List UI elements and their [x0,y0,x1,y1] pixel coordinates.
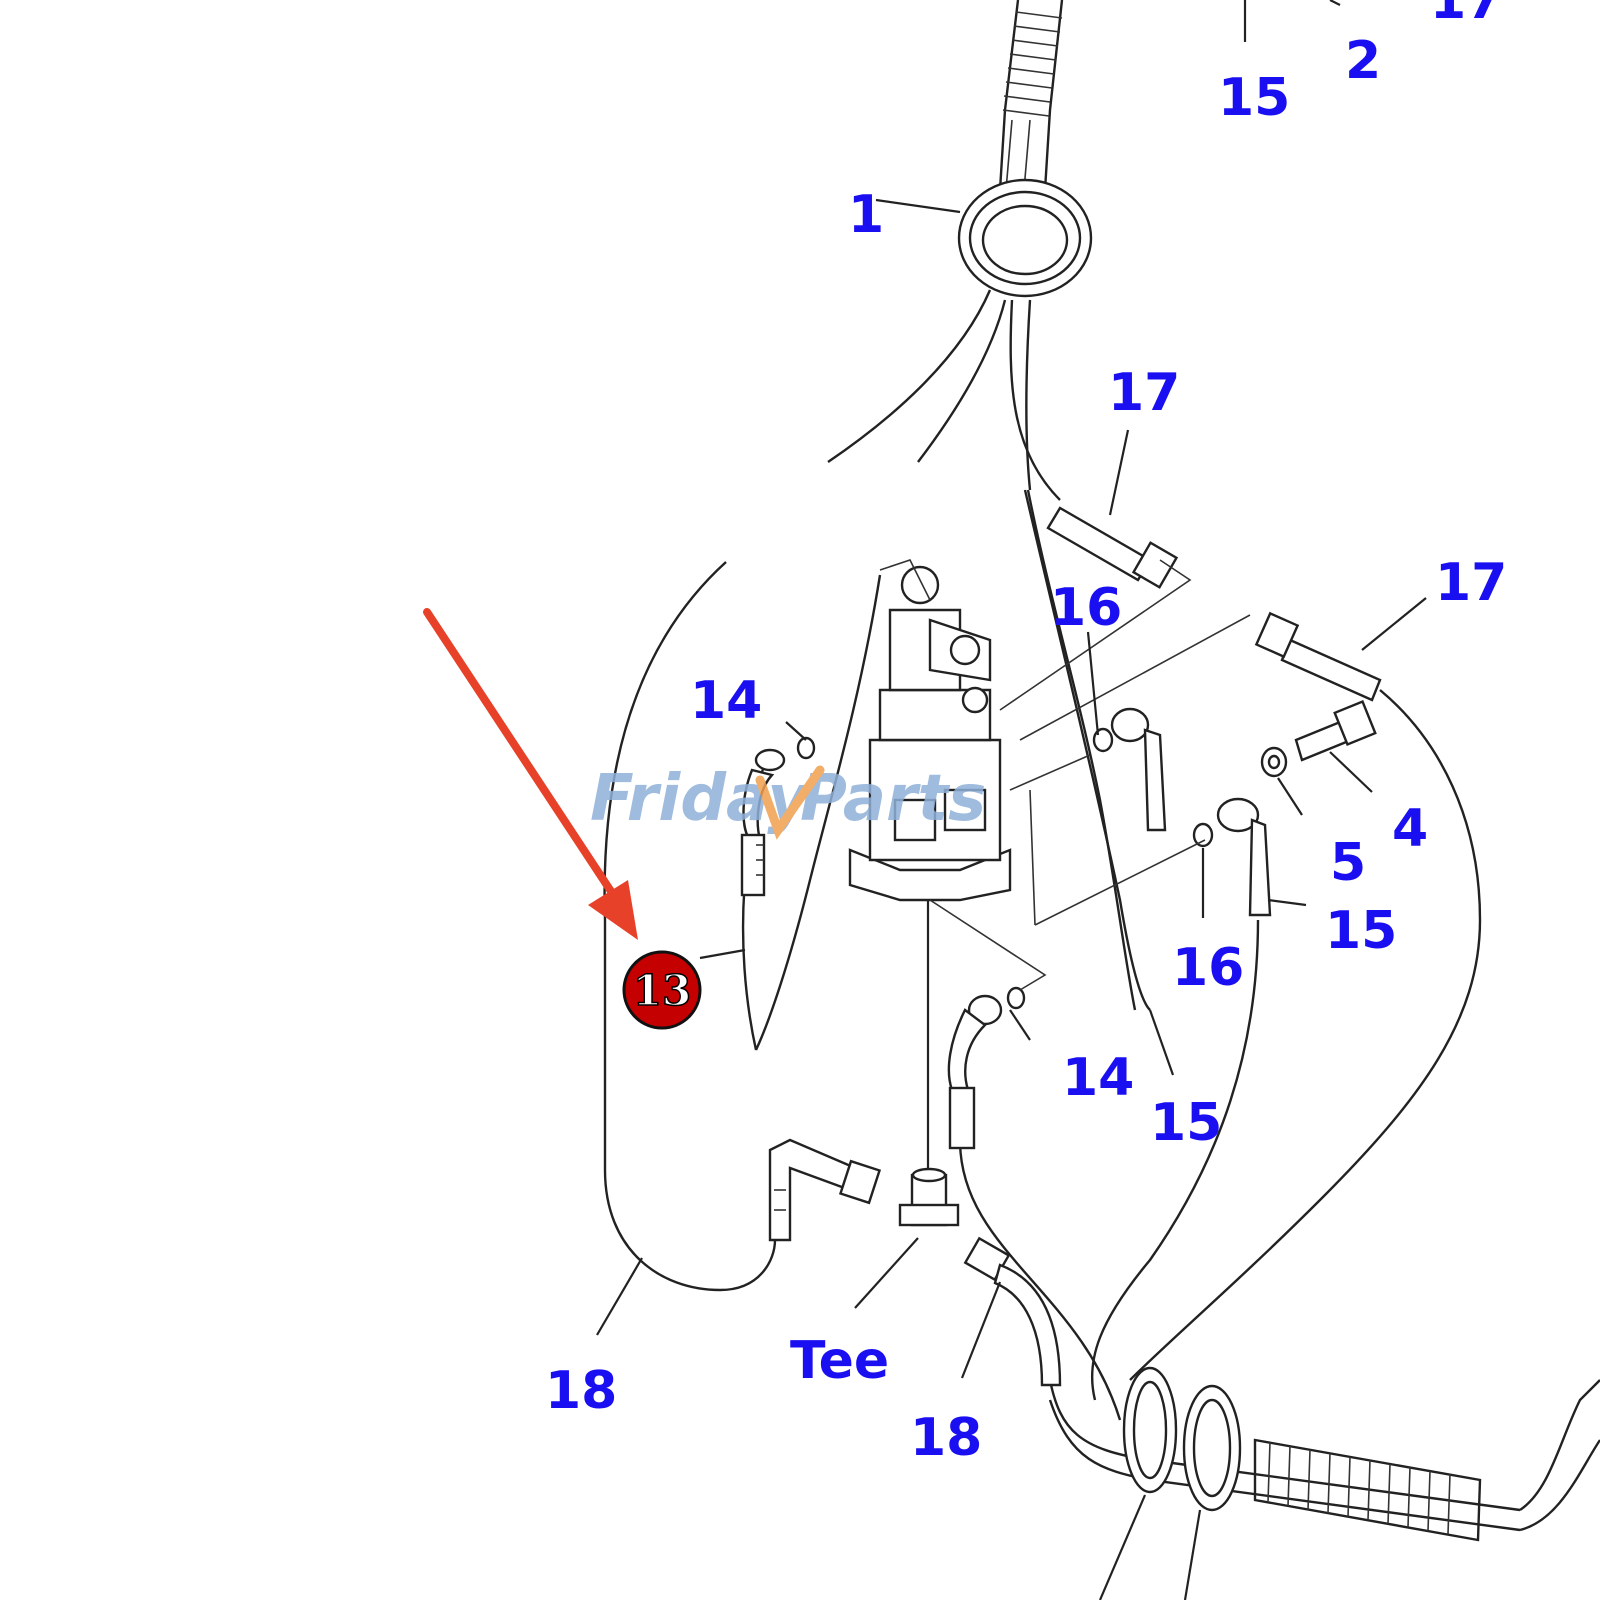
bottom-hose-bundle [958,1139,1600,1600]
watermark-brand-part2: Parts [800,762,986,836]
callout-18-right: 18 [910,1408,982,1468]
tee-fitting [898,1167,960,1227]
right-loop-hose [1090,689,1482,1401]
callout-17-top: 17 [1430,0,1502,31]
highlight-badge-icon: 13 [622,950,702,1030]
callout-14-left: 14 [690,671,762,731]
callout-18-left: 18 [545,1361,617,1421]
fitting-center-14 [929,899,1047,1150]
bolt-17-center [1046,506,1179,589]
callout-17-right: 17 [1435,553,1507,613]
callout-5: 5 [1330,833,1366,893]
callout-14-center: 14 [1062,1048,1134,1108]
callout-4: 4 [1392,799,1428,859]
valve-assembly [848,559,1012,1175]
callout-15-bottom: 15 [1150,1093,1222,1153]
red-pointer-arrow-icon [423,608,638,940]
callout-2: 2 [1345,31,1381,91]
badge-label: 13 [633,966,691,1015]
watermark: Friday Parts [590,762,986,840]
top-hose-bundle [998,0,1064,191]
guide-lines [999,559,1251,926]
fitting-right-16 [1092,707,1214,848]
watermark-swoosh-icon [755,765,825,840]
callout-1: 1 [848,185,884,245]
bolt-17-right [1254,611,1382,702]
callout-15-top: 15 [1218,68,1290,128]
callout-16-top: 16 [1050,578,1122,638]
callout-tee: Tee [790,1331,889,1391]
callout-15-right: 15 [1325,901,1397,961]
harness-wires [827,289,1151,1011]
elbow-fitting-bottom-right [963,1236,1062,1387]
leader-lines [596,0,1427,1379]
bolt-4 [1294,700,1377,762]
callout-17-center: 17 [1108,363,1180,423]
grommet-part-1 [957,178,1093,298]
fitting-right-15 [1216,797,1272,917]
elbow-fitting-bottom-left [768,1138,882,1242]
washer-5 [1260,746,1288,778]
callout-16-bottom: 16 [1172,938,1244,998]
left-loop-hose [603,561,777,1292]
callout-labels: 1 2 17 15 17 17 16 14 4 5 15 16 14 15 18… [545,0,1507,1468]
